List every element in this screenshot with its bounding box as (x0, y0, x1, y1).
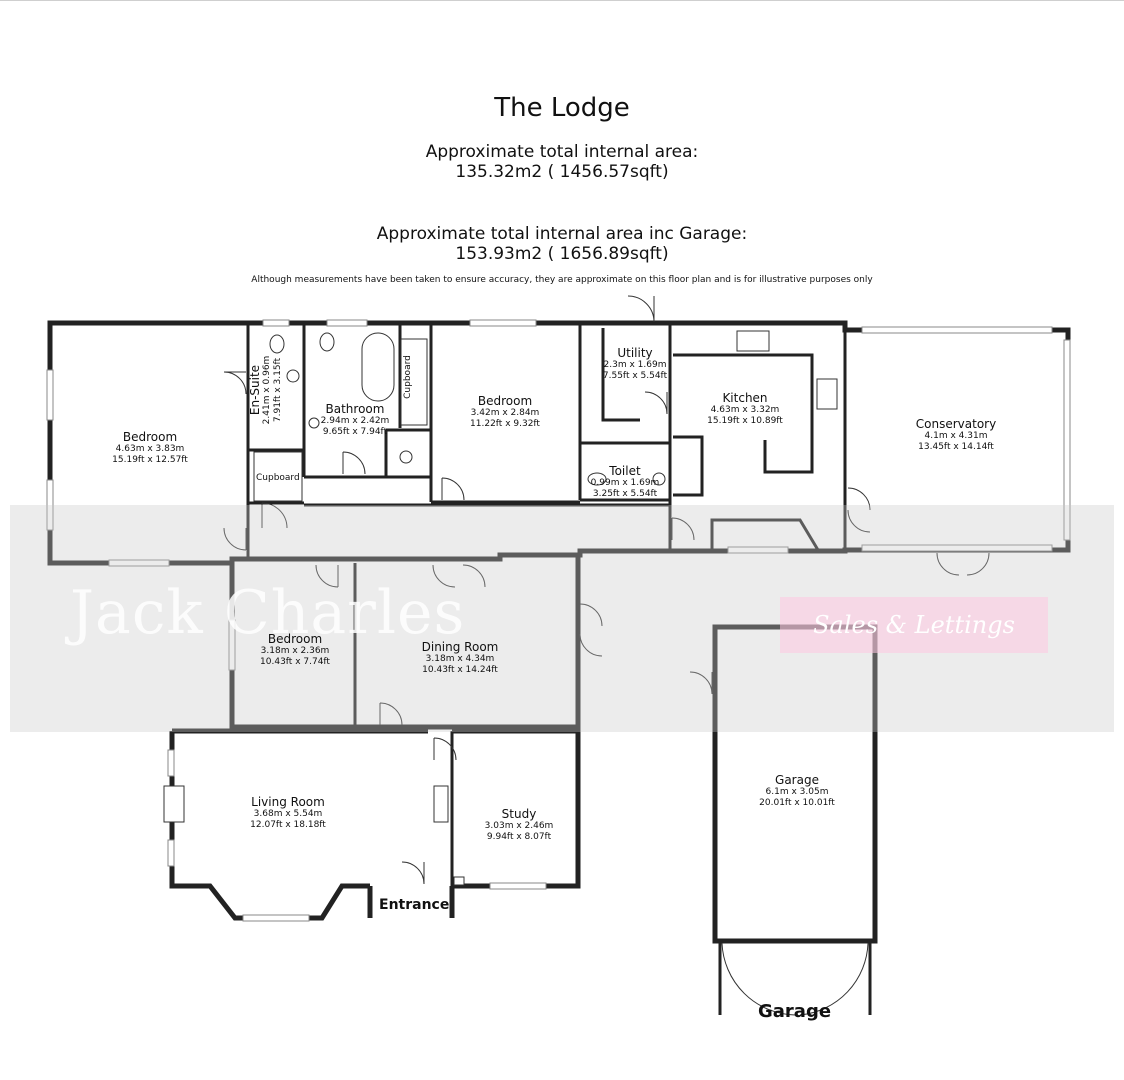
area-garage-label: Approximate total internal area inc Gara… (376, 224, 748, 244)
toilet-icon (319, 332, 335, 352)
living-room-outline (169, 731, 370, 921)
entrance-walls (367, 886, 455, 918)
watermark-tagline: Sales & Lettings (780, 597, 1048, 653)
watermark-brand: Jack Charles (70, 578, 466, 648)
area-label: Approximate total internal area: (425, 142, 699, 162)
cupboard-label-bath: Cupboard (402, 355, 413, 399)
room-living: Living Room 3.68m x 5.54m 12.07ft x 18.1… (250, 795, 326, 830)
room-dining: Dining Room 3.18m x 4.34m 10.43ft x 14.2… (421, 640, 499, 675)
room-ensuite: En-Suite 2.41m x 0.96m 7.91ft x 3.15ft (248, 355, 283, 425)
room-study: Study 3.03m x 2.46m 9.94ft x 8.07ft (484, 807, 554, 842)
kitchen-sink-icon (816, 378, 838, 410)
room-toilet: Toilet 0.99m x 1.69m 3.25ft x 5.54ft (590, 464, 660, 499)
plan-title: The Lodge (494, 93, 630, 123)
cupboard-label-hall: Cupboard (256, 473, 300, 483)
room-bathroom: Bathroom 2.94m x 2.42m 9.65ft x 7.94ft (320, 402, 390, 437)
disclaimer: Although measurements have been taken to… (251, 275, 873, 285)
room-bedroom-2: Bedroom 3.42m x 2.84m 11.22ft x 9.32ft (470, 394, 540, 429)
room-kitchen: Kitchen 4.63m x 3.32m 15.19ft x 10.89ft (707, 391, 783, 426)
room-garage: Garage 6.1m x 3.05m 20.01ft x 10.01ft (759, 773, 835, 808)
garage-entry-label: Garage (758, 1001, 832, 1022)
room-utility: Utility 2.3m x 1.69m 7.55ft x 5.54ft (602, 346, 668, 381)
room-conservatory: Conservatory 4.1m x 4.31m 13.45ft x 14.1… (915, 417, 997, 452)
room-bedroom-3: Bedroom 3.18m x 2.36m 10.43ft x 7.74ft (260, 632, 330, 667)
hob-icon (736, 330, 770, 352)
area-value: 135.32m2 ( 1456.57sqft) (455, 162, 669, 182)
entrance-label: Entrance (379, 897, 450, 913)
fireplace-icon (163, 785, 185, 823)
top-border (0, 0, 1124, 1)
bathtub-icon (361, 332, 395, 402)
area-garage-value: 153.93m2 ( 1656.89sqft) (455, 244, 669, 264)
room-bedroom-main: Bedroom 4.63m x 3.83m 15.19ft x 12.57ft (112, 430, 188, 465)
sink-icon (286, 369, 300, 383)
